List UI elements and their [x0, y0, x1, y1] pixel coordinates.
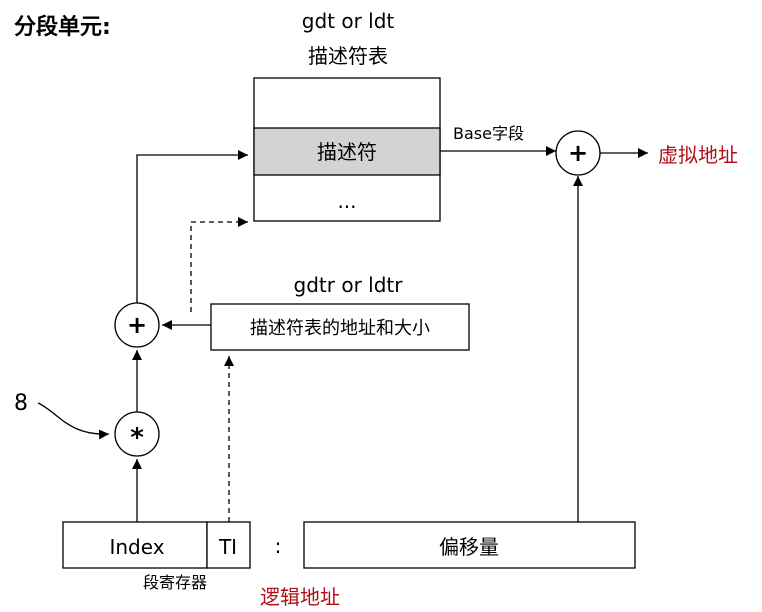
offset-box: 偏移量	[303, 521, 636, 569]
descriptor-table: 描述符 ...	[253, 77, 441, 222]
base-field-label: Base字段	[453, 124, 524, 143]
segment-selector: Index TI	[62, 521, 251, 569]
descriptor-row-label: 描述符	[317, 140, 377, 164]
multiplier-symbol: *	[130, 423, 144, 453]
adder-descriptor-address: +	[114, 302, 160, 348]
multiplier-node: *	[114, 411, 160, 457]
register-label: gdtr or ldtr	[294, 273, 404, 297]
descriptor-table-label-cn: 描述符表	[308, 44, 388, 68]
index-label: Index	[109, 535, 164, 559]
register-content: 描述符表的地址和大小	[250, 318, 430, 339]
selector-caption: 段寄存器	[143, 573, 207, 592]
separator: :	[275, 534, 282, 558]
adder-top-symbol: +	[568, 139, 588, 167]
descriptor-row-highlight	[253, 127, 441, 176]
ti-field	[206, 521, 251, 569]
offset-label: 偏移量	[439, 535, 499, 559]
adder-left-symbol: +	[127, 311, 147, 339]
constant-to-multiplier-arrow	[37, 402, 110, 440]
table-select-dashed-arrow	[190, 217, 248, 312]
descriptor-row-more: ...	[337, 189, 356, 213]
logical-address-label: 逻辑地址	[260, 585, 340, 609]
adder-virtual-address: +	[555, 130, 601, 176]
descriptor-table-label: gdt or ldt	[302, 9, 395, 33]
virtual-address-label: 虚拟地址	[658, 143, 738, 167]
adder-to-descriptor-arrow	[136, 150, 248, 303]
multiplier-constant: 8	[14, 391, 28, 416]
title: 分段单元:	[14, 14, 111, 40]
ti-label: TI	[218, 535, 237, 559]
register-box: 描述符表的地址和大小	[210, 303, 470, 351]
